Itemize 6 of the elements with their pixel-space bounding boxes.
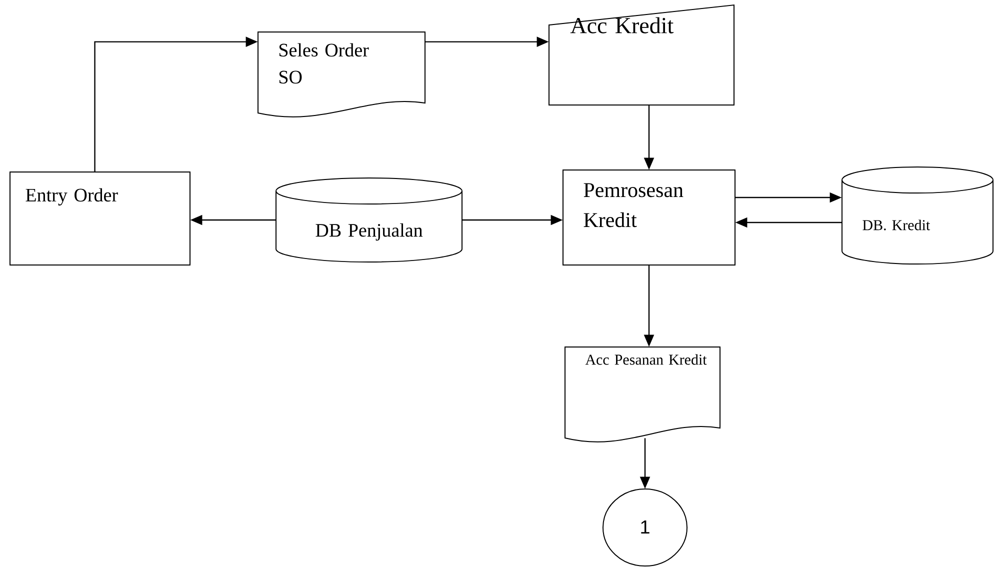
node-label: DB Penjualan (316, 223, 423, 241)
process-box: Entry Order (10, 172, 190, 266)
database-cylinder: DB. Kredit (842, 166, 994, 264)
database-cylinder: DB Penjualan (276, 178, 462, 262)
node-label: DB. Kredit (862, 220, 930, 230)
process-box: Pemrosesan Kredit (562, 170, 736, 266)
